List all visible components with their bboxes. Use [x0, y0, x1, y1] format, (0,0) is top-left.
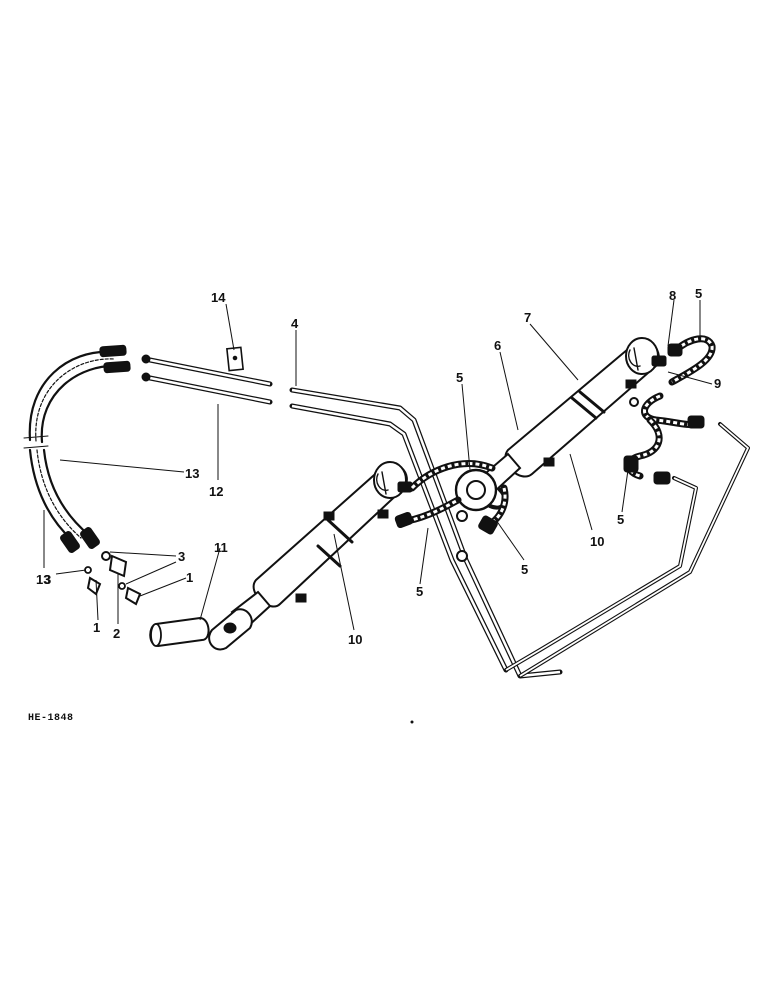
callout-3-left: 3 [44, 572, 51, 587]
callout-5-center-right: 5 [521, 562, 528, 577]
return-lines [504, 422, 750, 678]
cylinder-upper [454, 337, 667, 512]
callout-3-right: 3 [178, 549, 185, 564]
leader-lines [43, 299, 713, 631]
callout-9: 9 [714, 376, 721, 391]
callout-5-center-low: 5 [416, 584, 423, 599]
callout-6: 6 [494, 338, 501, 353]
cylinder-lower [208, 461, 413, 651]
callout-5-center-top: 5 [456, 370, 463, 385]
hose-assembly-13 [23, 344, 131, 553]
hose-5-right [623, 335, 716, 485]
stray-dot [410, 720, 414, 724]
callout-1-left: 1 [93, 620, 100, 635]
callout-13-lower: 13 [36, 572, 50, 587]
callout-5-right-low: 5 [617, 512, 624, 527]
callout-5-right-top: 5 [695, 286, 702, 301]
pin-11 [149, 616, 210, 648]
callout-labels: 14 4 12 13 13 3 3 1 2 1 11 10 5 5 5 6 7 … [36, 286, 721, 647]
callout-14: 14 [211, 290, 226, 305]
diagram-code: HE-1848 [28, 713, 74, 724]
callout-11: 11 [214, 540, 228, 555]
callout-10-upper: 10 [590, 534, 604, 549]
hose-5-center [394, 460, 509, 562]
callout-13-upper: 13 [185, 466, 199, 481]
callout-4: 4 [291, 316, 299, 331]
bracket-14 [226, 346, 244, 372]
callout-12: 12 [209, 484, 223, 499]
callout-8: 8 [669, 288, 676, 303]
fittings-1-2-3 [84, 551, 142, 606]
callout-10-lower: 10 [348, 632, 362, 647]
callout-7: 7 [524, 310, 531, 325]
tube-12 [141, 372, 273, 405]
tube-4 [141, 354, 563, 679]
callout-1-right: 1 [186, 570, 193, 585]
callout-2: 2 [113, 626, 120, 641]
